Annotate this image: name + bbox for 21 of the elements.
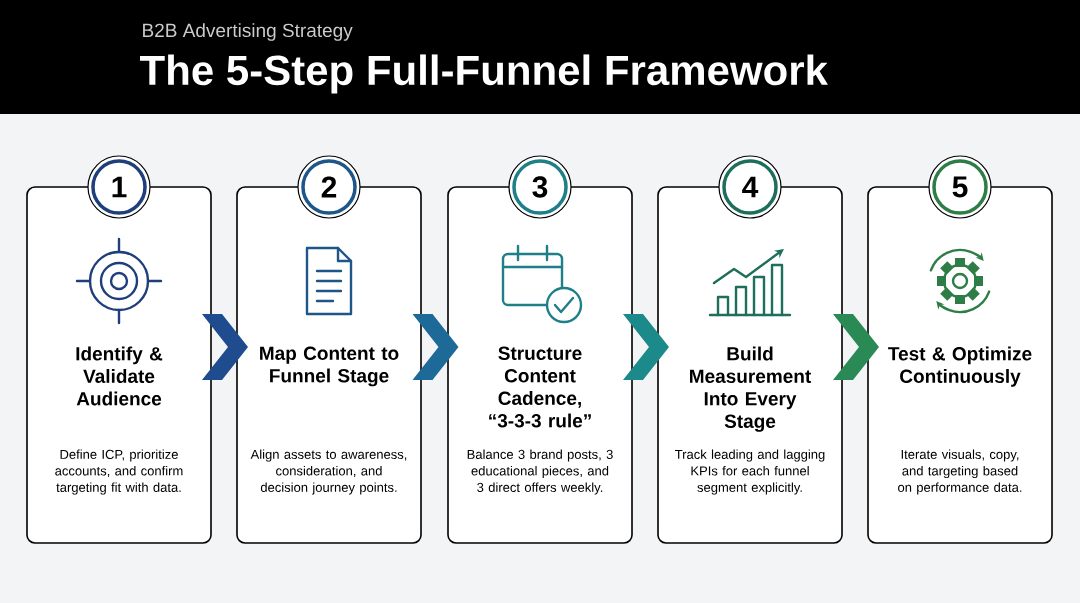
step-description: Track leading and lagging KPIs for each funnel segment explicitly.: [675, 449, 825, 495]
subtitle: B2B Advertising Strategy: [143, 23, 353, 41]
step-heading: Map Content to Funnel Stage: [260, 346, 399, 387]
step-description: Align assets to awareness, consideration, and decision journey points.: [250, 449, 407, 495]
step-number: 5: [928, 155, 992, 219]
step-number: 4: [718, 155, 782, 219]
step-description: Iterate visuals, copy, and targeting based on performance data.: [898, 449, 1022, 495]
chevron-arrow: [202, 314, 248, 380]
chevron-arrow: [623, 314, 669, 380]
title: The 5-Step Full-Funnel Framework: [140, 54, 828, 94]
step-heading: Build Measurement Into Every Stage: [690, 346, 811, 432]
step-number: 1: [87, 155, 151, 219]
step-number: 3: [508, 155, 572, 219]
step-description: Balance 3 brand posts, 3 educational pieces, and 3 direct offers weekly.: [467, 449, 613, 495]
step-number: 2: [297, 155, 361, 219]
chevron-arrow: [412, 314, 459, 380]
step-heading: Test & Optimize Continuously: [888, 346, 1032, 387]
step-heading: Identify & Validate Audience: [76, 346, 163, 406]
chevron-arrow: [833, 314, 879, 380]
step-description: Define ICP, prioritize accounts, and confirm targeting fit with data.: [55, 449, 183, 495]
step-heading: Structure Content Cadence, “3-3-3 rule”: [489, 346, 591, 428]
